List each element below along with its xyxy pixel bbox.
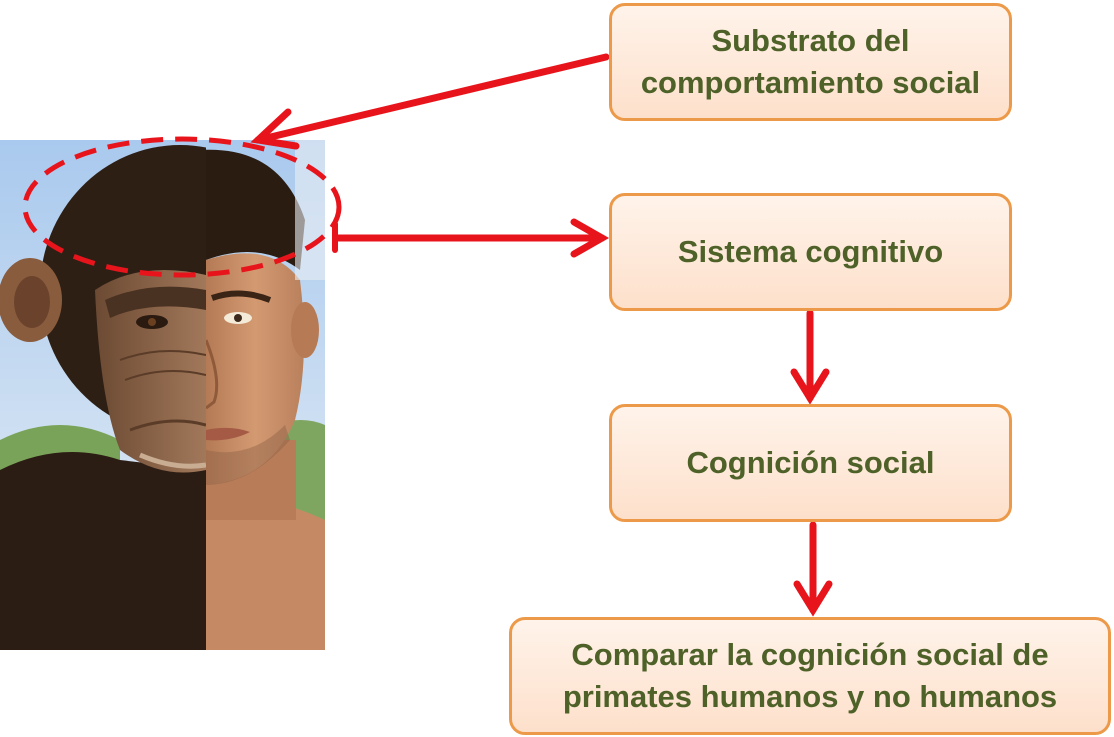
comparar-line-1: Comparar la cognición social de bbox=[571, 637, 1049, 672]
sistema-cognitivo-label: Sistema cognitivo bbox=[677, 234, 944, 269]
arrow-cognicion-to-comparar bbox=[793, 521, 833, 617]
cognicion-social-label: Cognición social bbox=[686, 445, 935, 480]
substrato-line-2: comportamiento social bbox=[640, 65, 981, 100]
comparar-line-2: primates humanos y no humanos bbox=[562, 679, 1058, 714]
substrato-line-1: Substrato del bbox=[711, 23, 910, 58]
comparar-box: Comparar la cognición social de primates… bbox=[509, 617, 1111, 735]
sistema-cognitivo-box: Sistema cognitivo bbox=[609, 193, 1012, 311]
arrow-to-head bbox=[250, 53, 610, 150]
substrato-box: Substrato del comportamiento social bbox=[609, 3, 1012, 121]
cognicion-social-box: Cognición social bbox=[609, 404, 1012, 522]
arrow-to-sistema bbox=[332, 218, 610, 258]
chimp-human-face-image bbox=[0, 140, 325, 650]
arrow-sistema-to-cognicion bbox=[790, 309, 830, 405]
